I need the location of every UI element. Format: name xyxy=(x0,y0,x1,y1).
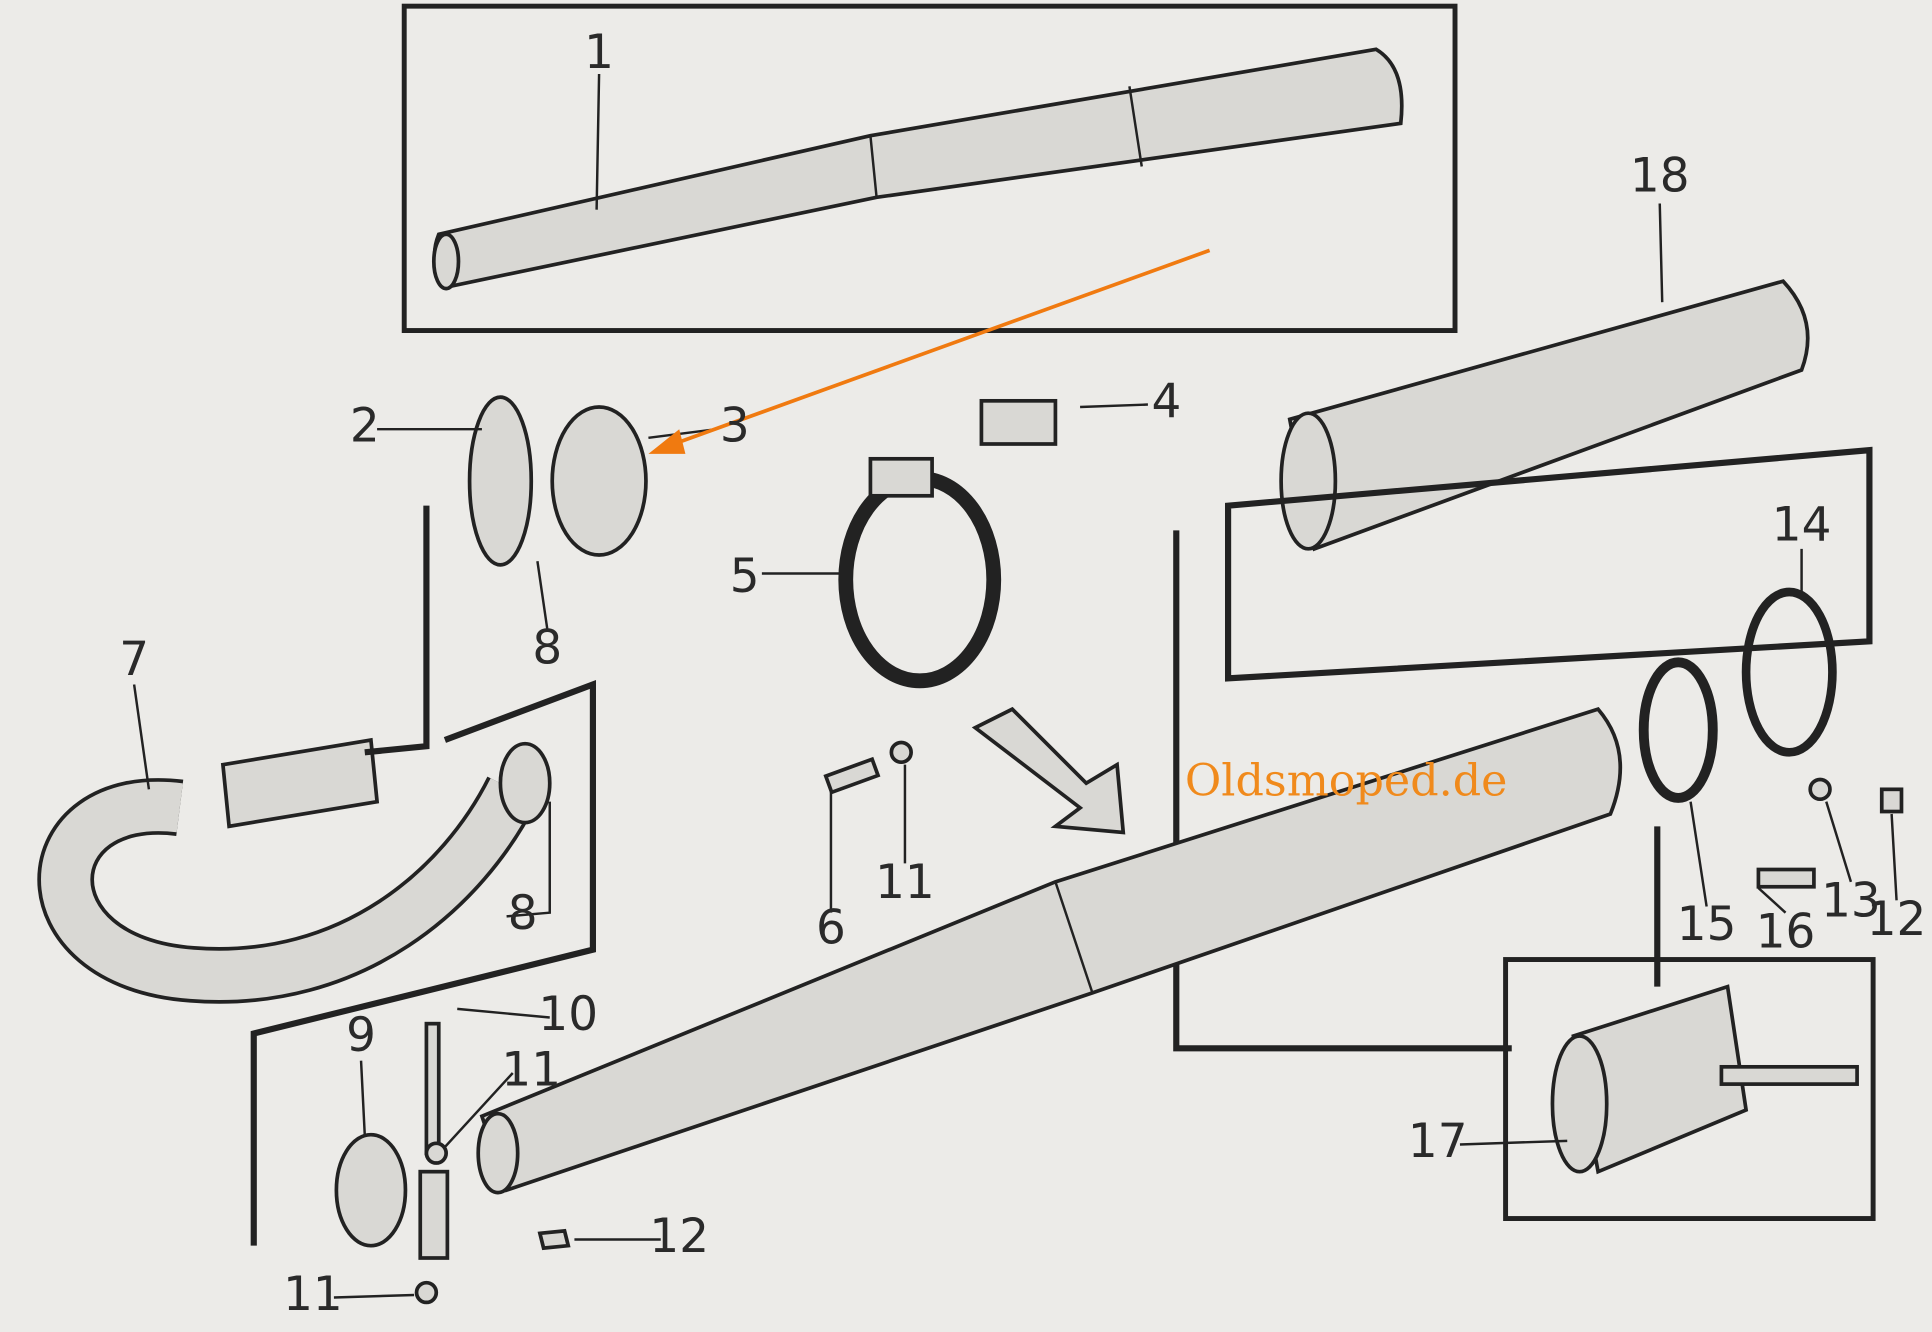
label-10: 10 xyxy=(538,988,598,1042)
washer-11a xyxy=(424,1141,448,1165)
label-11-middle: 11 xyxy=(875,856,935,910)
part-4-clip xyxy=(979,398,1058,446)
label-12-bottom: 12 xyxy=(649,1210,709,1264)
assembly-line-9 xyxy=(250,680,596,1246)
label-5: 5 xyxy=(730,550,760,604)
label-9: 9 xyxy=(346,1009,376,1063)
label-1: 1 xyxy=(584,26,614,80)
part-7-exhaust-bend xyxy=(37,737,552,1004)
label-2: 2 xyxy=(350,400,380,454)
washer-11b xyxy=(414,1280,439,1305)
watermark: Oldsmoped.de xyxy=(1185,756,1508,807)
part-5-clamp xyxy=(838,456,1002,689)
part-9-flange xyxy=(334,1021,450,1260)
bolt-16 xyxy=(1756,867,1816,889)
part-2-3-gasket-baffle xyxy=(467,395,648,567)
label-15: 15 xyxy=(1677,898,1737,952)
nut-12b xyxy=(1879,787,1904,814)
label-7: 7 xyxy=(119,633,149,687)
label-11-bottom: 11 xyxy=(283,1268,343,1322)
label-18: 18 xyxy=(1630,149,1690,203)
label-14: 14 xyxy=(1772,498,1832,552)
label-8-bottom: 8 xyxy=(508,887,538,941)
label-8-top: 8 xyxy=(532,622,562,676)
assembly-line-17 xyxy=(1173,530,1512,1052)
main-silencer xyxy=(476,707,1623,1195)
part-18-inner-tube xyxy=(1279,279,1810,552)
assembly-frame-17 xyxy=(1503,957,1876,1221)
label-4: 4 xyxy=(1152,375,1182,429)
part-17-holder xyxy=(1550,984,1859,1175)
label-6: 6 xyxy=(816,902,846,956)
washer-13 xyxy=(1808,777,1832,802)
part-1-silencer-inset xyxy=(401,3,1458,333)
part-15-ring xyxy=(1638,657,1718,803)
assembly-frame-18 xyxy=(1225,446,1873,682)
highlight-arrow xyxy=(648,248,1211,454)
label-13: 13 xyxy=(1821,875,1881,929)
label-11-upper: 11 xyxy=(501,1044,561,1098)
label-3: 3 xyxy=(720,400,750,454)
assembly-line-8 xyxy=(364,505,430,756)
bolt-6 xyxy=(823,756,881,795)
label-16: 16 xyxy=(1756,905,1816,959)
washer-11c xyxy=(889,740,913,765)
label-17: 17 xyxy=(1408,1115,1468,1169)
label-12-right: 12 xyxy=(1867,893,1927,947)
nut-12a xyxy=(537,1228,571,1251)
part-14-clamp-ring xyxy=(1741,587,1837,757)
direction-arrow xyxy=(971,706,1126,835)
